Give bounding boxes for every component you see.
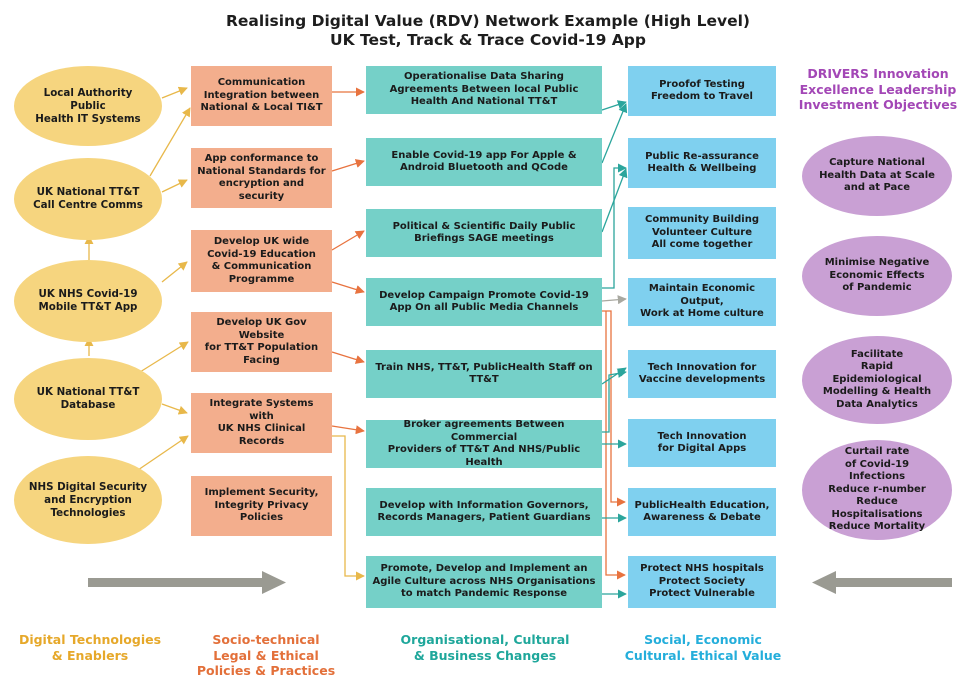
- left-flow-arrow: [88, 571, 286, 594]
- link-ellipse4-salmon5: [161, 403, 188, 415]
- link-ellipse4-salmon4: [139, 341, 189, 373]
- box-implement-security-policies: Implement Security, Integrity Privacy Po…: [191, 476, 332, 536]
- link-salmon5-teal8: [330, 435, 365, 581]
- column-label-organisational: Organisational, Cultural & Business Chan…: [400, 632, 570, 663]
- link-teal6-blue5: [602, 368, 627, 433]
- link-salmon4-teal5: [331, 351, 365, 364]
- link-salmon3-teal4: [331, 281, 365, 294]
- box-political-scientific-briefings: Political & Scientific Daily Public Brie…: [366, 209, 602, 257]
- box-publichealth-education: PublicHealth Education, Awareness & Deba…: [628, 488, 776, 536]
- box-operationalise-data-sharing: Operationalise Data Sharing Agreements B…: [366, 66, 602, 114]
- ellipse-facilitate-epidemiological-modelling: Facilitate Rapid Epidemiological Modelli…: [802, 336, 952, 424]
- page-title: Realising Digital Value (RDV) Network Ex…: [225, 12, 750, 30]
- box-promote-agile-culture: Promote, Develop and Implement an Agile …: [366, 556, 602, 608]
- link-ellipse2-salmon2: [161, 179, 188, 193]
- ellipse-nhs-digital-security-encryption: NHS Digital Security and Encryption Tech…: [14, 456, 162, 544]
- link-teal1-blue1: [601, 100, 627, 111]
- link-salmon2-teal2: [331, 159, 365, 172]
- box-public-reassurance: Public Re-assurance Health & Wellbeing: [628, 138, 776, 188]
- link-teal4-blue2: [602, 163, 627, 289]
- box-broker-agreements: Broker agreements Between Commercial Pro…: [366, 419, 602, 468]
- column-label-social-value: Social, Economic Cultural. Ethical Value: [624, 632, 782, 663]
- ellipse-capture-national-health-data: Capture National Health Data at Scale an…: [802, 136, 952, 216]
- link-ellipse1-salmon1: [161, 86, 188, 99]
- box-protect-nhs-hospitals: Protect NHS hospitals Protect Society Pr…: [628, 556, 776, 608]
- box-develop-information-governors: Develop with Information Governors, Reco…: [366, 488, 602, 536]
- box-train-nhs-staff: Train NHS, TT&T, PublicHealth Staff on T…: [366, 350, 602, 398]
- right-flow-arrow: [812, 571, 952, 594]
- ellipse-minimise-economic-effects: Minimise Negative Economic Effects of Pa…: [802, 236, 952, 316]
- box-develop-uk-gov-website: Develop UK Gov Website for TT&T Populati…: [191, 312, 332, 372]
- ellipse-uk-national-ttt-call-centre-comms: UK National TT&T Call Centre Comms: [14, 158, 162, 240]
- box-tech-innovation-vaccine: Tech Innovation for Vaccine developments: [628, 350, 776, 398]
- box-tech-innovation-digital-apps: Tech Innovation for Digital Apps: [628, 419, 776, 467]
- link-teal2-blue1: [601, 103, 628, 164]
- page-subtitle: UK Test, Track & Trace Covid-19 App: [330, 31, 646, 49]
- link-salmon5-teal6: [331, 425, 365, 435]
- box-community-building: Community Building Volunteer Culture All…: [628, 207, 776, 259]
- box-communication-integration: Communication Integration between Nation…: [191, 66, 332, 126]
- column-label-socio-technical: Socio-technical Legal & Ethical Policies…: [196, 632, 336, 678]
- link-teal4-blue8: [605, 311, 626, 580]
- box-maintain-economic-output: Maintain Economic Output, Work at Home c…: [628, 278, 776, 326]
- ellipse-curtail-infections: Curtail rate of Covid-19 Infections Redu…: [802, 440, 952, 540]
- drivers-heading: DRIVERS Innovation Excellence Leadership…: [798, 66, 958, 112]
- link-ellipse3-salmon3: [161, 261, 188, 283]
- ellipse-uk-nhs-covid19-mobile-ttt-app: UK NHS Covid-19 Mobile TT&T App: [14, 260, 162, 342]
- link-ellipse5-salmon5: [137, 435, 189, 471]
- column-label-digital-technologies: Digital Technologies & Enablers: [18, 632, 162, 663]
- box-develop-uk-wide-education: Develop UK wide Covid-19 Education & Com…: [191, 230, 332, 292]
- ellipse-local-authority-public-health-it-systems: Local Authority Public Health IT Systems: [14, 66, 162, 146]
- ellipse-uk-national-ttt-database: UK National TT&T Database: [14, 358, 162, 440]
- link-ellipse2-salmon1: [149, 107, 191, 177]
- box-enable-covid19-app: Enable Covid-19 app For Apple & Android …: [366, 138, 602, 186]
- link-salmon3-teal3: [331, 230, 365, 251]
- box-integrate-systems-nhs-records: Integrate Systems with UK NHS Clinical R…: [191, 393, 332, 453]
- box-proof-of-testing: Proofof Testing Freedom to Travel: [628, 66, 776, 116]
- box-app-conformance-standards: App conformance to National Standards fo…: [191, 148, 332, 208]
- box-develop-campaign-promote: Develop Campaign Promote Covid-19 App On…: [366, 278, 602, 326]
- link-teal4-blue4: [601, 295, 627, 305]
